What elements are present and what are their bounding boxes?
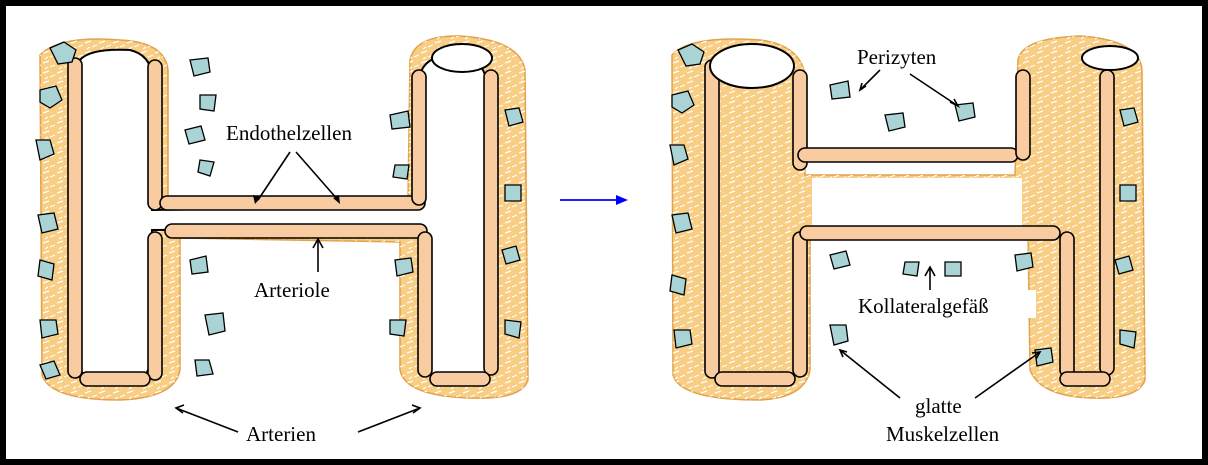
diagram-canvas: Endothelzellen Arteriole Arterien Perizy… xyxy=(6,6,1202,459)
endothel-arrow-1 xyxy=(258,152,290,200)
label-kollateralgefaess: Kollateralgefäß xyxy=(858,294,989,318)
transition-arrow xyxy=(560,195,628,205)
arterien-arrow-right xyxy=(358,408,420,432)
left-h-vessel-network xyxy=(36,36,528,400)
label-arterien: Arterien xyxy=(246,422,316,446)
perizyten-arrow-left xyxy=(860,70,880,90)
right-h-lumen-opening-right xyxy=(1082,46,1138,70)
muskel-arrow-left xyxy=(840,350,900,398)
perizyten-arrow-right xyxy=(910,74,958,106)
label-endothelzellen: Endothelzellen xyxy=(226,121,352,145)
right-h-vessel-network xyxy=(670,36,1145,400)
label-muskelzellen: Muskelzellen xyxy=(886,422,1000,446)
endothel-arrow-2 xyxy=(296,152,338,200)
right-h-gap xyxy=(812,178,1022,228)
label-perizyten: Perizyten xyxy=(857,45,937,69)
left-h-lumen-opening xyxy=(432,44,492,72)
arterien-arrow-left xyxy=(176,408,238,432)
label-glatte: glatte xyxy=(915,394,962,418)
right-h-lumen-opening-left xyxy=(710,44,794,88)
muskel-arrow-right xyxy=(975,352,1040,398)
label-arteriole: Arteriole xyxy=(254,278,330,302)
